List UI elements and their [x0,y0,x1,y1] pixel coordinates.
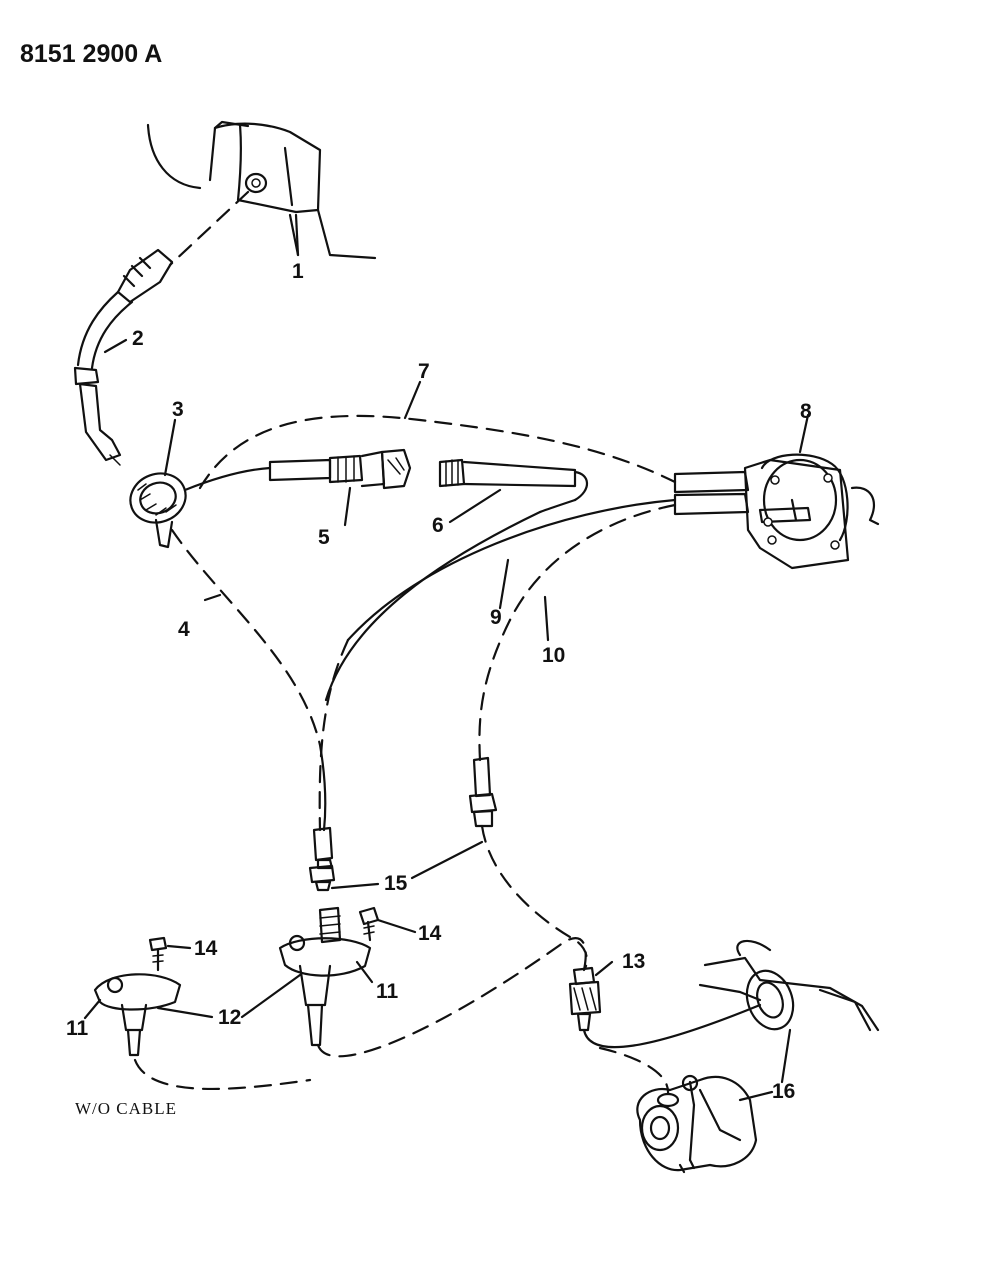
transducer-unit [673,453,880,570]
diagram-code: 8151 2900 A [20,40,162,68]
callout-2: 2 [132,327,144,350]
callout-8: 8 [800,400,812,423]
callout-1: 1 [292,260,304,283]
callout-5: 5 [318,526,330,549]
cable-upper-section [73,190,250,466]
screw-left [148,936,168,972]
callout-6: 6 [432,514,444,537]
callout-11-left: 11 [66,1017,89,1040]
adapter-without-cable [93,973,312,1091]
callout-10: 10 [542,644,565,667]
screw-right [358,906,380,942]
transmission-housing [598,939,880,1174]
callout-labels: 1 2 3 4 5 6 7 8 9 10 11 11 12 13 14 14 1… [66,260,812,1103]
leader-lines [83,213,810,1102]
callout-14-right: 14 [418,922,442,945]
driven-gear [480,824,762,1049]
callout-15: 15 [384,872,408,895]
callout-16: 16 [772,1080,795,1103]
cable-adapter-assembly [183,448,589,514]
callout-4: 4 [178,618,190,641]
cable-clamp [129,472,187,549]
callout-7: 7 [418,360,430,383]
cable-connector-left [308,826,336,892]
callout-13: 13 [622,950,645,973]
callout-12: 12 [218,1006,241,1029]
without-cable-note: W/O CABLE [75,1099,177,1118]
instrument-cluster [146,120,377,260]
callout-9: 9 [490,606,502,629]
cable-connector-right [468,756,498,828]
callout-14-left: 14 [194,937,218,960]
adapter-with-cable [278,906,587,1058]
cable-runs [170,414,677,832]
callout-3: 3 [172,398,184,421]
callout-11-right: 11 [376,980,399,1003]
